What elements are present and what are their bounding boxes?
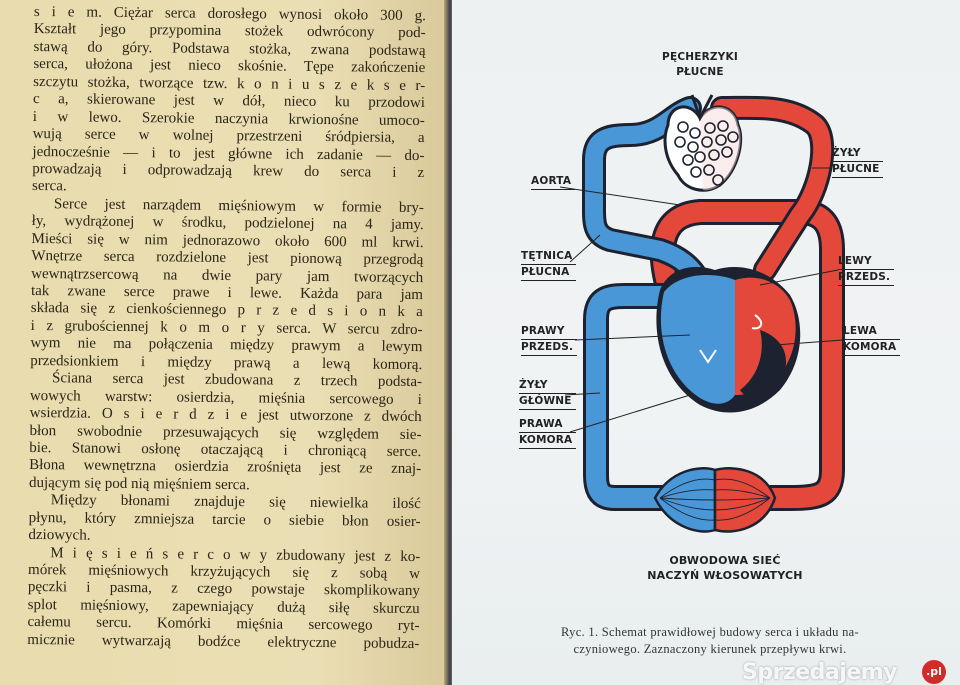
label-leader-lines	[559, 167, 844, 433]
label-line: PRAWA	[519, 417, 577, 433]
left-book-page: s i e m. Ciężar serca dorosłego wynosi o…	[0, 0, 448, 685]
figure-caption: Ryc. 1. Schemat prawidłowej budowy serca…	[480, 624, 940, 658]
label-line: KOMORA	[843, 340, 901, 356]
label-line: LEWY	[838, 254, 895, 270]
label-capillaries: OBWODOWA SIEĆ NACZYŃ WŁOSOWATYCH	[620, 553, 830, 583]
alveoli-illustration	[663, 94, 743, 192]
label-line: PRZEDS.	[838, 270, 895, 286]
label-line: NACZYŃ WŁOSOWATYCH	[647, 569, 803, 582]
label-line: OBWODOWA SIEĆ	[669, 554, 781, 567]
label-aorta: AORTA	[531, 174, 576, 190]
label-line: TĘTNICA	[521, 249, 577, 265]
heart-illustration	[656, 266, 801, 413]
watermark-logo: Sprzedajemy	[742, 660, 898, 685]
label-line: PŁUCNA	[521, 265, 577, 281]
label-line: KOMORA	[519, 433, 577, 449]
caption-line: Ryc. 1. Schemat prawidłowej budowy serca…	[561, 625, 859, 639]
label-line: PŁUCNE	[832, 162, 884, 178]
label-line: GŁÓWNE	[519, 394, 576, 410]
watermark-badge: .pl	[922, 660, 946, 684]
capillary-network-illustration	[653, 467, 777, 533]
label-line: PĘCHERZYKI	[662, 51, 738, 63]
label-line: PRZEDS.	[521, 340, 578, 356]
caption-line: czyniowego. Zaznaczony kierunek przepływ…	[573, 642, 847, 656]
label-line: PŁUCNE	[676, 66, 724, 78]
label-alveoli: PĘCHERZYKI PŁUCNE	[660, 50, 740, 80]
label-line: LEWA	[843, 324, 901, 340]
label-line: AORTA	[531, 174, 576, 190]
label-line: ŻYŁY	[832, 146, 884, 162]
label-line: ŻYŁY	[519, 378, 576, 394]
label-line: PRAWY	[521, 324, 578, 340]
